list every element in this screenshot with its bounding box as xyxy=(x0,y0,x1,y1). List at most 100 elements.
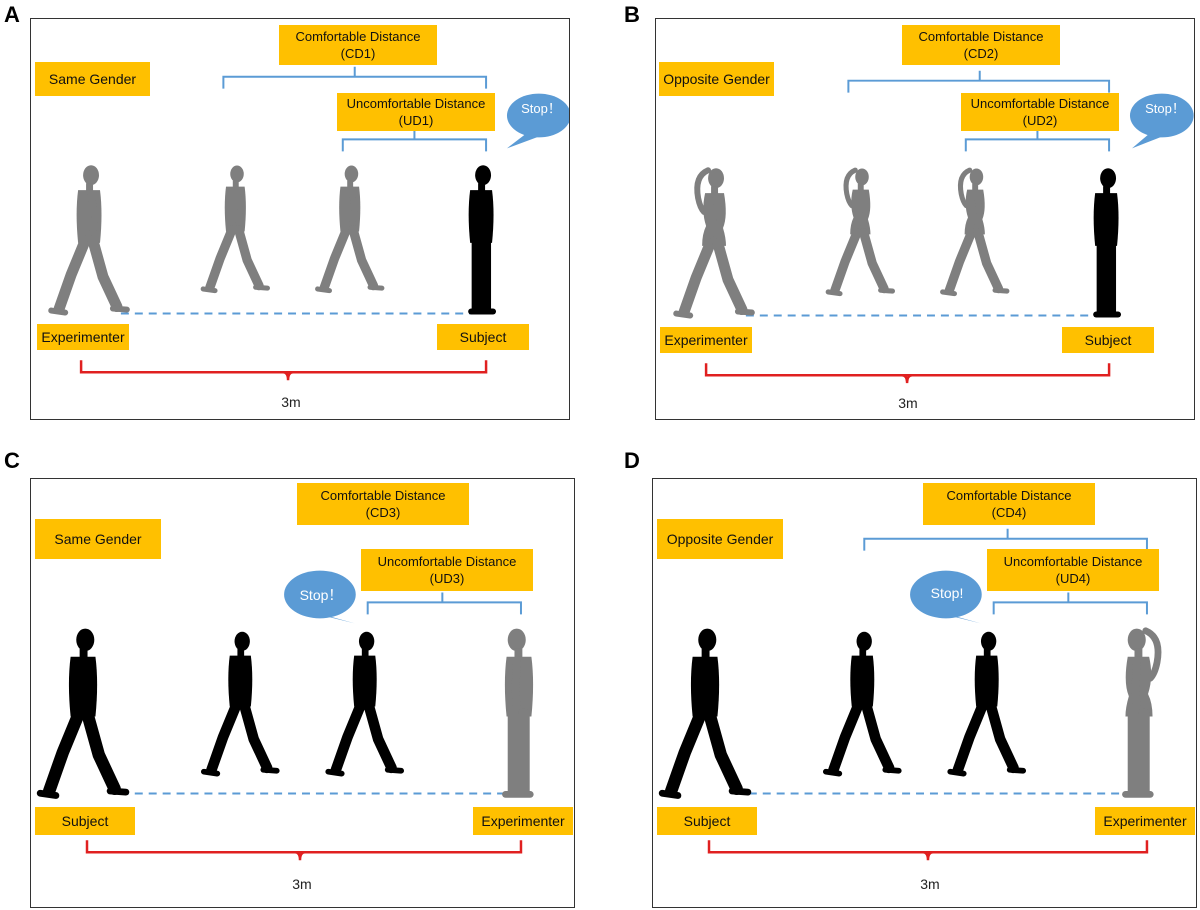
head xyxy=(230,165,244,183)
neck xyxy=(711,186,719,195)
head xyxy=(358,631,375,651)
front-leg xyxy=(81,708,121,795)
standing-person-silhouette xyxy=(1122,627,1162,798)
panel-c: Same Gender Comfortable Distance(CD3) Un… xyxy=(30,478,575,908)
neck xyxy=(983,648,991,657)
uncomfortable-distance-bracket xyxy=(992,592,1148,615)
front-foot xyxy=(878,287,896,294)
neck xyxy=(478,183,486,192)
three-meter-bracket xyxy=(85,840,523,861)
front-leg xyxy=(87,235,123,313)
back-leg xyxy=(952,699,989,776)
left-role-label: Subject xyxy=(35,807,135,835)
gender-label: Same Gender xyxy=(35,62,150,96)
head xyxy=(234,631,250,651)
walking-person-silhouette xyxy=(200,631,280,777)
head xyxy=(969,168,984,186)
walking-person-silhouette xyxy=(673,167,755,319)
panel-c-graphics xyxy=(36,570,534,861)
front-foot xyxy=(1006,766,1027,774)
front-leg xyxy=(238,699,273,774)
front-foot xyxy=(728,787,752,796)
gender-label: Opposite Gender xyxy=(657,519,783,559)
back-leg xyxy=(678,238,716,318)
panel-a: Same Gender Comfortable Distance(CD1) Un… xyxy=(30,18,570,420)
head xyxy=(856,631,872,651)
neck xyxy=(361,648,369,657)
left-role-label: Experimenter xyxy=(660,327,752,353)
front-foot xyxy=(106,787,130,796)
arm xyxy=(712,192,724,242)
walking-person-silhouette xyxy=(48,165,130,316)
front-foot xyxy=(384,766,405,774)
neck xyxy=(857,183,864,191)
head xyxy=(1127,628,1146,652)
front-leg xyxy=(234,225,264,291)
walking-person-silhouette xyxy=(315,165,385,294)
walking-person-silhouette xyxy=(658,628,752,799)
back-leg xyxy=(330,699,367,776)
distance-label: 3m xyxy=(281,394,301,410)
panel-d-graphics xyxy=(658,528,1162,861)
stop-bubble xyxy=(910,570,982,619)
panel-d-letter: D xyxy=(624,448,640,473)
gender-label: Same Gender xyxy=(35,519,161,559)
walking-person-silhouette xyxy=(822,631,902,777)
back-foot xyxy=(825,289,843,297)
back-foot xyxy=(940,289,957,297)
front-leg xyxy=(703,708,743,795)
front-foot xyxy=(882,766,902,774)
back-foot xyxy=(200,768,221,777)
arm xyxy=(363,655,374,703)
walking-person-silhouette xyxy=(825,167,896,297)
neck xyxy=(1103,186,1111,195)
head xyxy=(475,165,492,186)
ponytail xyxy=(1142,627,1162,682)
head xyxy=(507,628,526,652)
comfortable-distance-bracket xyxy=(222,66,488,89)
walking-person-silhouette xyxy=(200,165,271,294)
uncomfortable-distance-label: Uncomfortable Distance(UD3) xyxy=(361,549,533,591)
gender-label: Opposite Gender xyxy=(659,62,774,96)
stop-bubble-text: Stop！ xyxy=(1145,101,1185,116)
arm xyxy=(238,655,250,703)
panel-d: Opposite Gender Comfortable Distance(CD4… xyxy=(652,478,1197,908)
right-role-label: Subject xyxy=(437,324,529,350)
left-role-label: Subject xyxy=(657,807,757,835)
head xyxy=(855,168,869,186)
back-foot xyxy=(200,286,218,294)
arm xyxy=(511,656,521,714)
ponytail xyxy=(843,167,858,209)
three-meter-bracket xyxy=(704,363,1111,384)
head xyxy=(708,168,725,189)
back-foot xyxy=(36,789,60,799)
back-foot xyxy=(673,310,694,319)
back-foot xyxy=(947,768,967,777)
neck xyxy=(1134,648,1143,658)
comfortable-distance-label: Comfortable Distance(CD1) xyxy=(279,25,437,65)
back-leg xyxy=(319,225,352,292)
uncomfortable-distance-label: Uncomfortable Distance(UD2) xyxy=(961,93,1119,131)
front-foot xyxy=(260,766,280,774)
stop-bubble xyxy=(506,93,569,138)
back-leg xyxy=(206,699,242,776)
back-leg xyxy=(205,225,237,292)
arm xyxy=(1104,192,1113,244)
front-leg xyxy=(363,699,397,774)
uncomfortable-distance-label: Uncomfortable Distance(UD4) xyxy=(987,549,1159,591)
back-leg xyxy=(42,708,85,798)
neck xyxy=(232,180,239,188)
back-foot xyxy=(48,307,69,316)
stop-bubble-text: Stop! xyxy=(930,585,964,601)
panel-b: Opposite Gender Comfortable Distance(CD2… xyxy=(655,18,1195,420)
ponytail xyxy=(957,167,973,209)
front-foot xyxy=(992,287,1010,294)
standing-person-silhouette xyxy=(502,628,534,798)
head xyxy=(76,628,95,652)
arm xyxy=(234,186,244,228)
arm xyxy=(973,189,983,231)
stop-bubble-text: Stop！ xyxy=(521,101,561,116)
neck xyxy=(86,183,94,192)
arm xyxy=(81,656,94,712)
stop-bubble xyxy=(284,570,356,619)
